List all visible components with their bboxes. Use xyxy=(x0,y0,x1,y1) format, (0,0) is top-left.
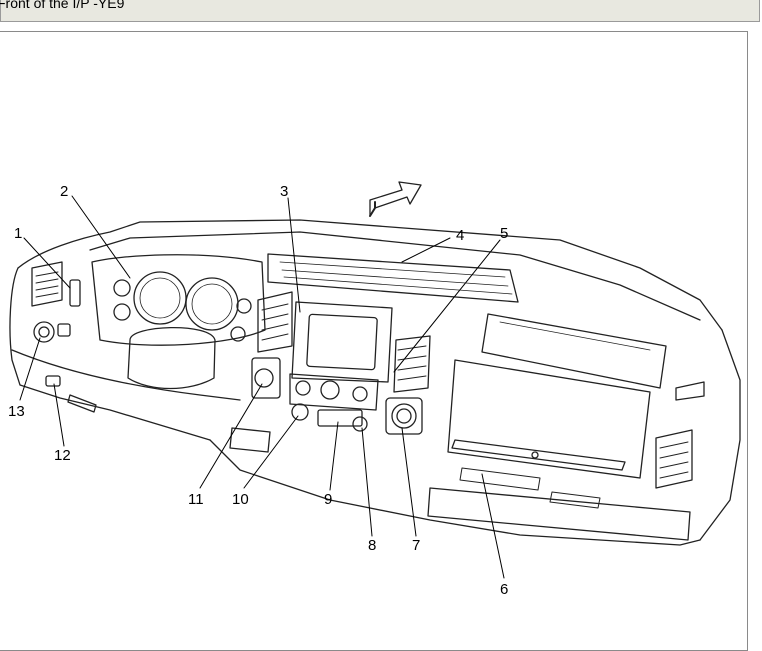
center-vent-right xyxy=(393,335,431,393)
defroster-grille xyxy=(267,253,519,303)
left-switch-stack xyxy=(69,279,81,307)
headlamp-switch xyxy=(33,321,55,343)
upper-storage-bin xyxy=(481,313,667,389)
callout-13: 13 xyxy=(8,403,25,420)
small-gauge-ur xyxy=(236,298,252,314)
left-small-switch xyxy=(57,323,71,337)
leader-13 xyxy=(19,337,41,401)
lower-switch-bank xyxy=(317,409,363,427)
hvac-control-bezel xyxy=(289,373,379,411)
leader-12 xyxy=(53,383,65,447)
small-gauge-lr xyxy=(230,326,246,342)
radio-bezel xyxy=(291,301,393,383)
figure-frame xyxy=(0,31,748,651)
center-vent-left xyxy=(257,291,293,353)
lower-left-knob xyxy=(291,403,309,421)
leader-3 xyxy=(287,197,301,313)
left-knob xyxy=(254,368,274,388)
leader-4 xyxy=(401,237,451,263)
leader-7 xyxy=(401,427,417,537)
small-gauge-ll xyxy=(113,303,131,321)
speedometer-gauge xyxy=(133,271,187,325)
small-gauge-ul xyxy=(113,279,131,297)
callout-7: 7 xyxy=(412,537,420,554)
callout-2: 2 xyxy=(60,183,68,200)
callout-6: 6 xyxy=(500,581,508,598)
glove-box-door xyxy=(447,359,651,479)
knee-trim-left xyxy=(229,427,271,453)
callout-3: 3 xyxy=(280,183,288,200)
callout-5: 5 xyxy=(500,225,508,242)
hvac-knob-left xyxy=(295,380,311,396)
lower-left-switch xyxy=(45,375,61,387)
callout-12: 12 xyxy=(54,447,71,464)
right-vent xyxy=(655,429,693,489)
power-outlet xyxy=(391,403,417,429)
right-upper-vent xyxy=(675,381,705,401)
glove-box-bracket xyxy=(427,487,691,541)
leader-9 xyxy=(329,421,339,491)
dash-lower-edge xyxy=(11,349,241,401)
lower-left-trim xyxy=(67,394,97,413)
radio-screen xyxy=(306,313,378,371)
left-vent xyxy=(31,261,63,307)
callout-9: 9 xyxy=(324,491,332,508)
dash-top-inner xyxy=(89,231,701,321)
leader-11 xyxy=(199,383,263,489)
page-title: Front of the I/P -YE9 xyxy=(0,0,125,11)
title-bar: Front of the I/P -YE9 xyxy=(0,0,760,22)
lower-right-knob xyxy=(352,416,368,432)
callout-4: 4 xyxy=(456,227,464,244)
dash-top-outline xyxy=(17,219,723,331)
dash-left-end xyxy=(9,267,211,441)
leader-5 xyxy=(393,239,501,373)
left-knob-panel xyxy=(251,357,281,399)
instrument-panel-diagram: 1 2 3 4 5 6 7 8 9 10 11 12 13 xyxy=(8,181,741,598)
callout-8: 8 xyxy=(368,537,376,554)
callout-10: 10 xyxy=(232,491,249,508)
forward-arrow-icon xyxy=(369,181,422,217)
leader-8 xyxy=(361,427,373,537)
dash-knee-bolster xyxy=(209,439,701,546)
hvac-knob-center xyxy=(320,380,340,400)
callout-1: 1 xyxy=(14,225,22,242)
power-outlet-panel xyxy=(385,397,423,435)
leader-1 xyxy=(23,237,71,289)
leader-10 xyxy=(243,415,299,489)
leader-2 xyxy=(71,195,131,279)
callout-11: 11 xyxy=(188,491,204,508)
glove-box-handle xyxy=(451,439,626,471)
cluster-hood xyxy=(91,254,266,346)
tachometer-gauge xyxy=(185,277,239,331)
hvac-knob-right xyxy=(352,386,368,402)
steering-column-cover xyxy=(127,326,216,390)
dash-right-end xyxy=(699,329,741,541)
leader-6 xyxy=(481,473,505,579)
forward-arrow-shade xyxy=(369,201,376,217)
